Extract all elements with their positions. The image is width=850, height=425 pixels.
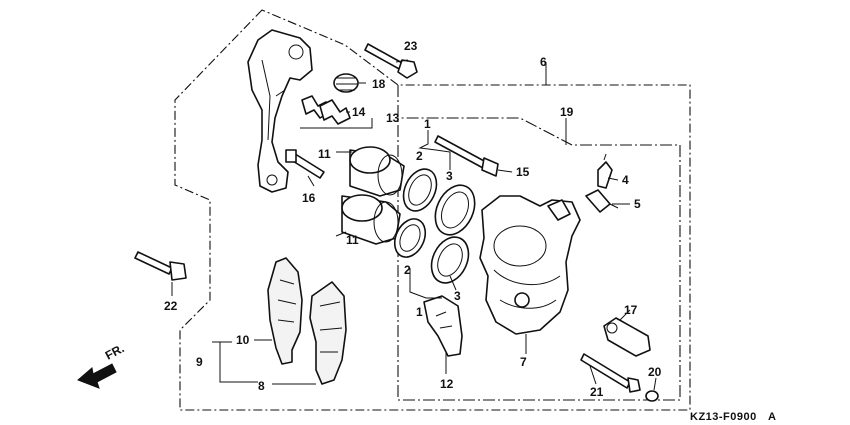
callout-3-upper: 3 [446, 169, 453, 183]
callout-10: 10 [236, 333, 250, 347]
assembly-outline [174, 9, 691, 411]
callout-21: 21 [590, 385, 604, 399]
callout-5: 5 [634, 197, 641, 211]
leader-lines [171, 59, 657, 391]
callout-1-upper: 1 [424, 117, 431, 131]
bleeder-cap-5 [585, 189, 619, 213]
callout-12: 12 [440, 377, 454, 391]
callout-18: 18 [372, 77, 386, 91]
bolt-16 [285, 149, 325, 179]
callout-3-lower: 3 [454, 289, 461, 303]
seal-lower-3 [430, 236, 470, 284]
piston-upper-11 [349, 146, 405, 197]
seal-upper-2 [402, 168, 438, 212]
slide-pin-17 [603, 317, 651, 357]
pad-pin-21 [580, 353, 641, 393]
pad-shim-12 [423, 295, 463, 357]
callout-2-lower: 2 [404, 263, 411, 277]
diagram-code-text: KZ13-F0900 [690, 411, 757, 423]
caliper-body-7 [479, 195, 581, 335]
diagram-code: KZ13-F0900 A [690, 411, 776, 423]
callout-4: 4 [622, 173, 629, 187]
callout-23: 23 [404, 39, 418, 53]
bolt-22 [134, 251, 187, 281]
callout-14: 14 [352, 105, 366, 119]
seal-lower-2 [393, 218, 427, 258]
caliper-bracket [247, 29, 313, 193]
front-direction-arrow: FR. [77, 341, 127, 389]
brake-pad-8 [309, 281, 347, 385]
callout-19: 19 [560, 105, 574, 119]
callout-16: 16 [302, 191, 316, 205]
pin-15 [434, 135, 499, 177]
callout-7: 7 [520, 355, 527, 369]
callout-8: 8 [258, 379, 265, 393]
boot-18 [333, 73, 359, 93]
callout-11-lower: 11 [346, 233, 359, 247]
bolt-23 [364, 43, 418, 79]
front-label: FR. [103, 341, 127, 362]
callout-1-lower: 1 [416, 305, 423, 319]
callout-9: 9 [196, 355, 203, 369]
brake-pad-10 [267, 257, 303, 365]
callout-17: 17 [624, 303, 638, 317]
plug-20 [645, 390, 659, 402]
callout-11-upper: 11 [318, 147, 331, 161]
callout-2-upper: 2 [416, 149, 423, 163]
piston-lower-11 [341, 194, 401, 245]
callout-22: 22 [164, 299, 178, 313]
callout-15: 15 [516, 165, 530, 179]
arrow-icon [77, 363, 117, 389]
bleeder-valve-4 [597, 153, 613, 189]
callout-20: 20 [648, 365, 662, 379]
pad-clips-14 [301, 95, 351, 125]
callout-numbers: 23 18 14 13 6 19 1 2 3 11 15 4 5 16 11 2… [164, 39, 662, 399]
seal-upper-3 [434, 184, 476, 236]
callout-13: 13 [386, 111, 400, 125]
callout-6: 6 [540, 55, 547, 69]
diagram-code-suffix: A [768, 411, 776, 423]
